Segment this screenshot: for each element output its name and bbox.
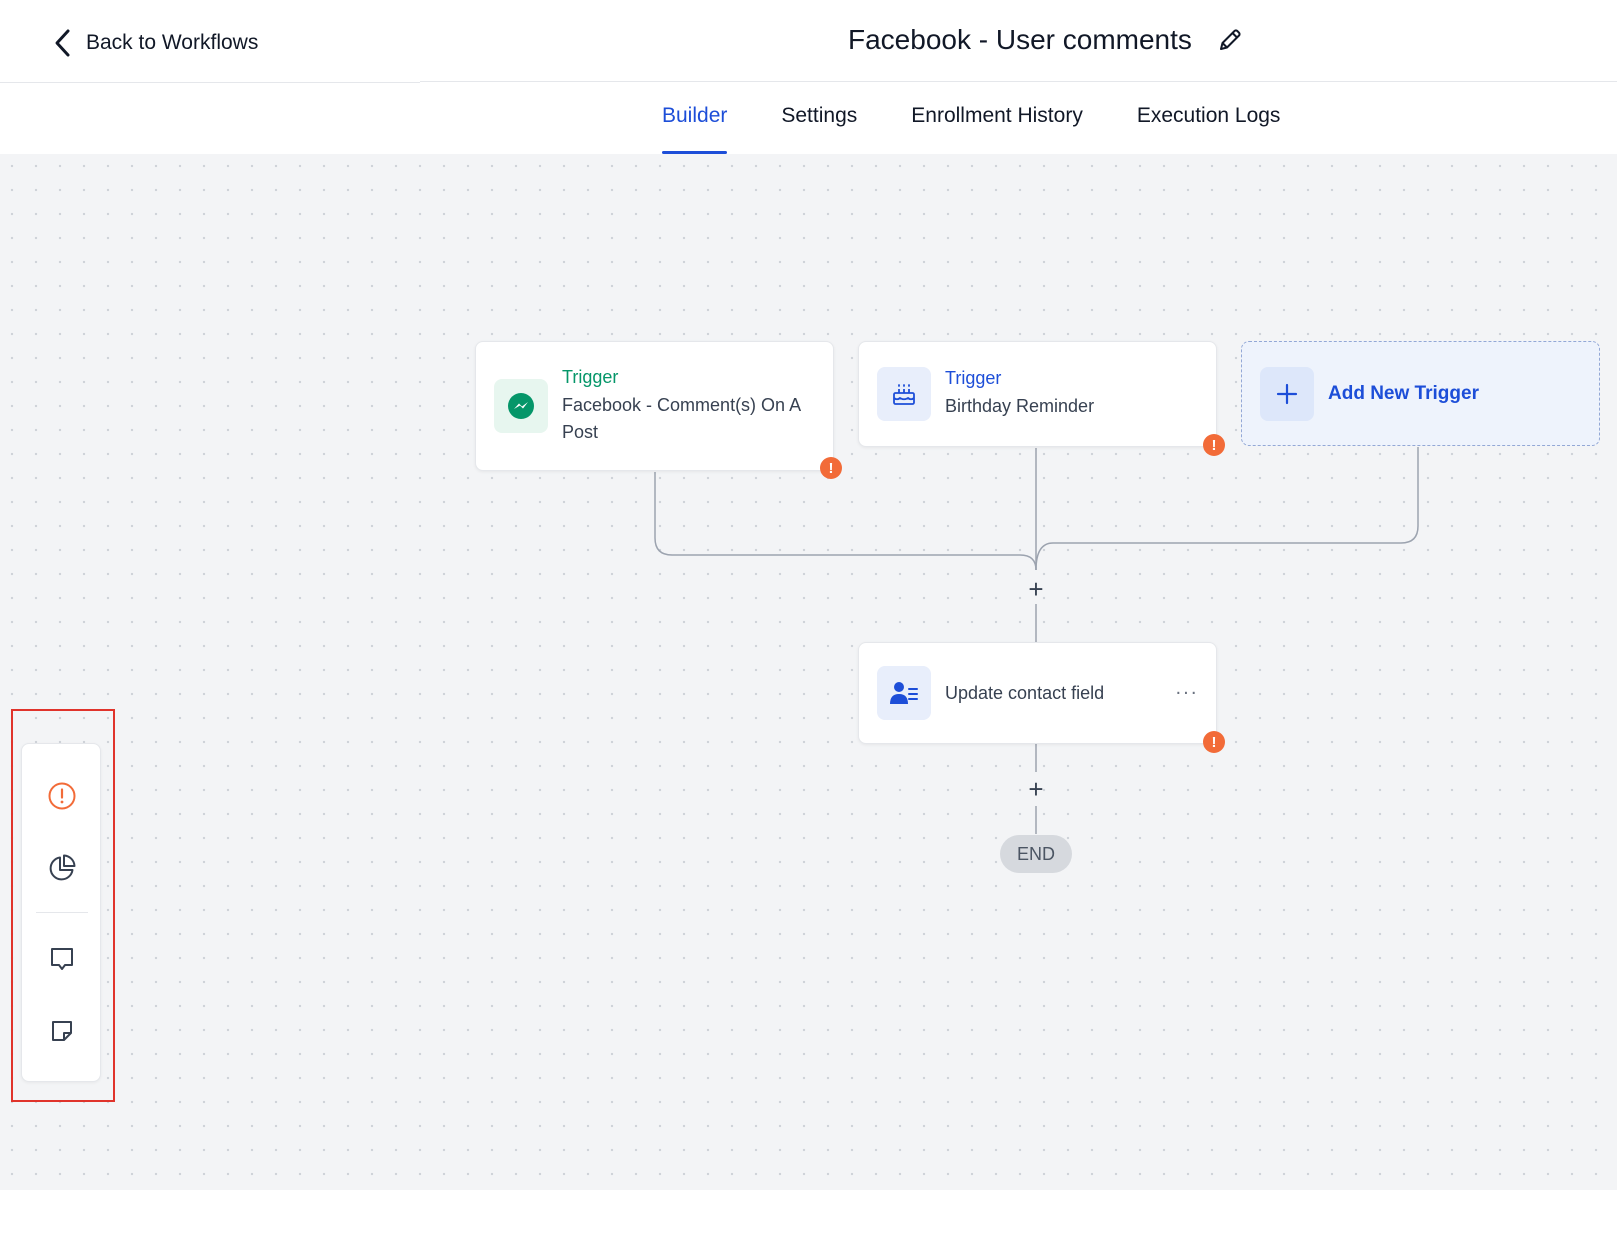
warnings-button[interactable] <box>42 776 82 816</box>
sticky-note-icon <box>52 1021 72 1041</box>
action-card-update-contact-field[interactable]: Update contact field ··· ! <box>858 642 1225 753</box>
trigger-description: Facebook - Comment(s) On A Post <box>562 394 801 442</box>
back-link-label: Back to Workflows <box>86 31 259 54</box>
warning-badge[interactable]: ! <box>1203 434 1225 456</box>
warning-icon <box>48 782 76 810</box>
tab-enrollment-history[interactable]: Enrollment History <box>911 104 1083 127</box>
tab-execution-logs[interactable]: Execution Logs <box>1136 104 1281 127</box>
analytics-button[interactable] <box>42 848 82 888</box>
warning-badge[interactable]: ! <box>820 457 842 479</box>
divider <box>0 82 420 83</box>
top-bar: Back to Workflows Facebook - User commen… <box>0 0 1617 154</box>
add-new-trigger-button[interactable]: Add New Trigger <box>1241 341 1600 446</box>
comments-button[interactable] <box>42 939 82 979</box>
highlight-annotation-box <box>11 709 115 1102</box>
add-action-button[interactable]: + <box>1028 574 1044 604</box>
pencil-edit-icon[interactable] <box>1216 26 1244 54</box>
page-title: Facebook - User comments <box>848 24 1192 55</box>
warning-badge[interactable]: ! <box>1203 731 1225 753</box>
trigger-label: Trigger <box>562 366 619 387</box>
tab-settings[interactable]: Settings <box>781 104 858 127</box>
back-to-workflows-link[interactable]: Back to Workflows <box>52 24 258 62</box>
toolbar-divider <box>36 912 88 913</box>
trigger-card-birthday[interactable]: Trigger Birthday Reminder ! <box>858 341 1225 456</box>
header-divider <box>420 81 1617 82</box>
messenger-icon <box>494 379 548 433</box>
trigger-text: Trigger Facebook - Comment(s) On A Post <box>562 367 815 446</box>
add-trigger-label: Add New Trigger <box>1328 382 1479 404</box>
action-label: Update contact field <box>945 682 1105 703</box>
end-node: END <box>1000 835 1072 873</box>
trigger-text: Trigger Birthday Reminder <box>945 368 1094 420</box>
birthday-cake-icon <box>877 367 931 421</box>
workflow-tabs: Builder Settings Enrollment History Exec… <box>662 100 1280 154</box>
analytics-pie-icon <box>49 854 76 881</box>
workflow-title-area: Facebook - User comments <box>848 20 1244 60</box>
side-toolbar <box>21 743 101 1082</box>
contact-field-icon <box>877 666 931 720</box>
comment-icon <box>51 948 73 970</box>
chevron-left-icon <box>55 29 70 57</box>
more-options-button[interactable]: ··· <box>1175 681 1198 704</box>
trigger-description: Birthday Reminder <box>945 396 1095 416</box>
sticky-note-button[interactable] <box>42 1011 82 1051</box>
add-action-button[interactable]: + <box>1028 774 1044 804</box>
workflow-canvas[interactable]: Trigger Facebook - Comment(s) On A Post … <box>0 154 1617 1245</box>
workflow-connectors <box>654 447 1419 834</box>
trigger-label: Trigger <box>945 368 1002 388</box>
tab-builder[interactable]: Builder <box>662 100 728 154</box>
trigger-card-facebook[interactable]: Trigger Facebook - Comment(s) On A Post … <box>475 341 842 479</box>
plus-icon <box>1260 366 1314 421</box>
